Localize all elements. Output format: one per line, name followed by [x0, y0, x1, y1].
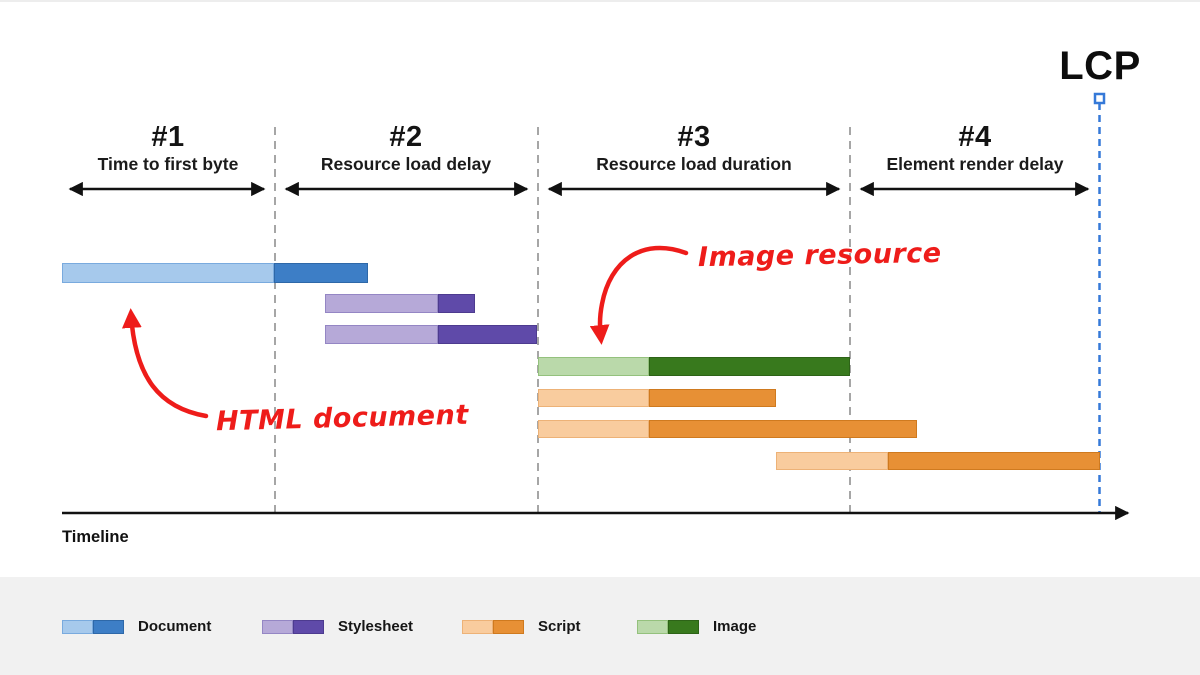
stylesheet-bar-light-segment [325, 294, 438, 313]
stylesheet-bar-light-segment [325, 325, 438, 344]
legend-item-stylesheet: Stylesheet [262, 618, 413, 635]
script-swatch-icon [462, 619, 524, 634]
stylesheet-swatch-icon [262, 619, 324, 634]
phase4-label: Element render delay [886, 154, 1064, 174]
phase2-number: #2 [389, 121, 423, 153]
legend-item-image: Image [637, 618, 756, 635]
stylesheet-bar [325, 294, 475, 313]
phase3-label: Resource load duration [596, 154, 792, 174]
legend-item-script: Script [462, 618, 581, 635]
script-bar-dark-segment [649, 389, 776, 407]
legend-label-image: Image [713, 618, 757, 635]
image-resource-annotation: Image resource [697, 237, 942, 274]
phase1-number: #1 [151, 121, 185, 153]
image-swatch-icon [637, 619, 699, 634]
image-bar-light-segment [538, 357, 649, 376]
script-bar-dark-segment [649, 420, 917, 438]
image-bar-dark-segment [649, 357, 850, 376]
document-bar [62, 263, 368, 283]
script-bar-light-segment [776, 452, 888, 470]
document-swatch-icon [62, 619, 124, 634]
stylesheet-swatch-light [262, 619, 293, 634]
legend-label-document: Document [138, 618, 212, 635]
phase1-label: Time to first byte [97, 154, 239, 174]
script-swatch-light [462, 619, 493, 634]
document-swatch-dark [93, 619, 124, 634]
stylesheet-bar [325, 325, 537, 344]
script-swatch-dark [493, 619, 524, 634]
script-bar-light-segment [538, 420, 649, 438]
script-bar [538, 420, 917, 438]
stylesheet-swatch-dark [293, 619, 324, 634]
image-bar [538, 357, 850, 376]
document-bar-light-segment [62, 263, 274, 283]
script-bar-light-segment [538, 389, 649, 407]
phase4-number: #4 [958, 121, 992, 153]
phase3-number: #3 [677, 121, 711, 153]
html-document-annotation: HTML document [215, 399, 470, 438]
legend-item-document: Document [62, 618, 211, 635]
image-resource-arrow-icon [589, 245, 689, 345]
script-bar [538, 389, 776, 407]
legend-label-script: Script [538, 618, 581, 635]
legend-band-background [0, 577, 1200, 675]
timeline-axis-label: Timeline [62, 528, 129, 546]
stylesheet-bar-dark-segment [438, 294, 475, 313]
stylesheet-bar-dark-segment [438, 325, 537, 344]
image-swatch-light [637, 619, 668, 634]
script-bar [776, 452, 1100, 470]
phase2-label: Resource load delay [320, 154, 492, 174]
legend-label-stylesheet: Stylesheet [338, 618, 414, 635]
lcp-marker-square-icon [1093, 92, 1106, 105]
document-swatch-light [62, 619, 93, 634]
lcp-title: LCP [1059, 44, 1141, 88]
html-document-arrow-icon [121, 308, 209, 419]
script-bar-dark-segment [888, 452, 1100, 470]
document-bar-dark-segment [274, 263, 368, 283]
image-swatch-dark [668, 619, 699, 634]
